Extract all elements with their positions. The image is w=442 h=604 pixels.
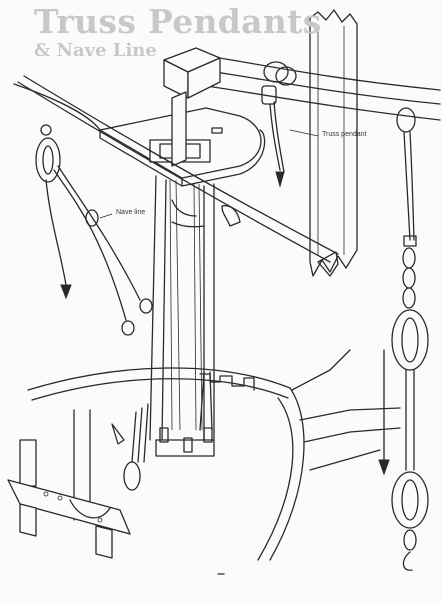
nave-line-label: Nave line bbox=[116, 209, 146, 216]
nave-line-thimbles bbox=[53, 165, 153, 336]
rigging-lines bbox=[169, 179, 205, 431]
small-tackle bbox=[111, 403, 149, 491]
lower-mast bbox=[149, 175, 215, 441]
yard-lashing bbox=[261, 61, 297, 105]
left-boom bbox=[13, 83, 101, 131]
nave-line-leader bbox=[99, 213, 113, 219]
page-subtitle: & Nave Line bbox=[34, 40, 157, 61]
mast-step-grating bbox=[155, 371, 215, 457]
truss-pendant-left bbox=[269, 101, 285, 188]
truss-pendant-leader bbox=[289, 129, 319, 137]
lower-yard bbox=[17, 75, 339, 277]
hull-rail bbox=[27, 349, 401, 561]
upper-mast bbox=[309, 9, 358, 277]
page-title: Truss Pendants bbox=[34, 2, 322, 41]
nave-line-block bbox=[35, 124, 72, 300]
bitt-frame bbox=[7, 439, 131, 559]
right-tackle bbox=[378, 247, 429, 571]
masthead-cap bbox=[163, 47, 221, 167]
truss-pendant-right bbox=[396, 107, 417, 247]
truss-pendant-label: Truss pendant bbox=[322, 131, 367, 138]
